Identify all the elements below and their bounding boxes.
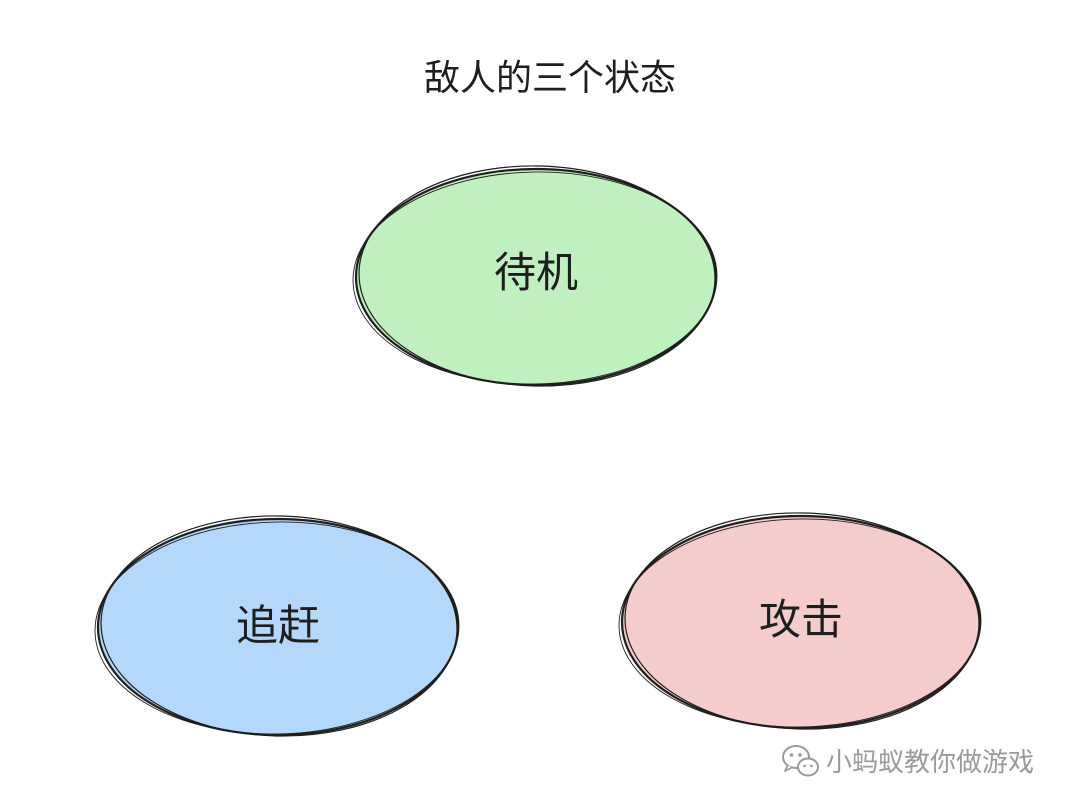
state-node-idle: 待机	[352, 165, 718, 387]
state-label-attack: 攻击	[759, 595, 843, 644]
wechat-icon	[782, 745, 819, 777]
state-outline-idle	[354, 167, 718, 387]
state-ellipse-attack	[622, 516, 980, 728]
state-outline-attack	[620, 514, 982, 730]
state-outline-chase	[96, 517, 460, 737]
watermark-text: 小蚂蚁教你做游戏	[826, 748, 1034, 778]
watermark: 小蚂蚁教你做游戏	[782, 745, 1034, 778]
state-ellipse-chase	[98, 519, 458, 735]
diagram-title: 敌人的三个状态	[424, 58, 676, 99]
state-ellipse-idle	[356, 169, 716, 385]
state-node-attack: 攻击	[618, 512, 982, 730]
state-node-chase: 追赶	[94, 515, 460, 737]
state-label-idle: 待机	[494, 248, 578, 297]
state-label-chase: 追赶	[236, 601, 320, 650]
